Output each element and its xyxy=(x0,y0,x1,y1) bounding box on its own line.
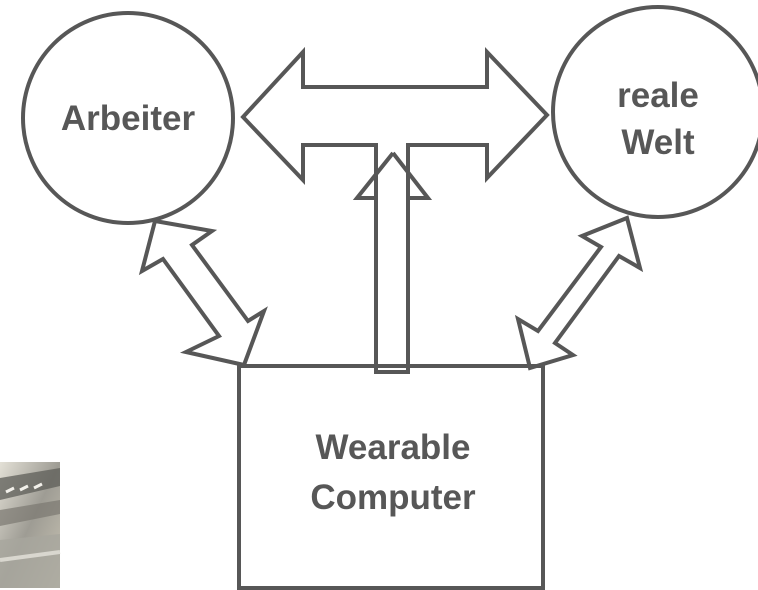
reale-welt-label-line1: reale xyxy=(617,76,699,115)
wearable-computer-label-line2: Computer xyxy=(310,478,476,517)
computer-to-interaction-arrow xyxy=(352,151,433,200)
node-arbeiter: Arbeiter xyxy=(21,11,235,225)
photo-fragment xyxy=(0,462,61,588)
node-reale-welt: reale Welt xyxy=(551,5,758,219)
reale-welt-label-line2: Welt xyxy=(621,123,695,162)
welt-computer-arrow xyxy=(514,215,644,371)
wearable-computer-box xyxy=(237,364,545,590)
node-wearable-computer: Wearable Computer xyxy=(237,364,545,590)
arbeiter-label: Arbeiter xyxy=(61,99,196,138)
wearable-computer-label-line1: Wearable xyxy=(316,428,471,467)
reale-welt-circle xyxy=(551,5,758,219)
arbeiter-circle xyxy=(21,11,235,225)
arbeiter-computer-arrow xyxy=(138,218,268,368)
worker-world-arrow xyxy=(240,46,550,374)
